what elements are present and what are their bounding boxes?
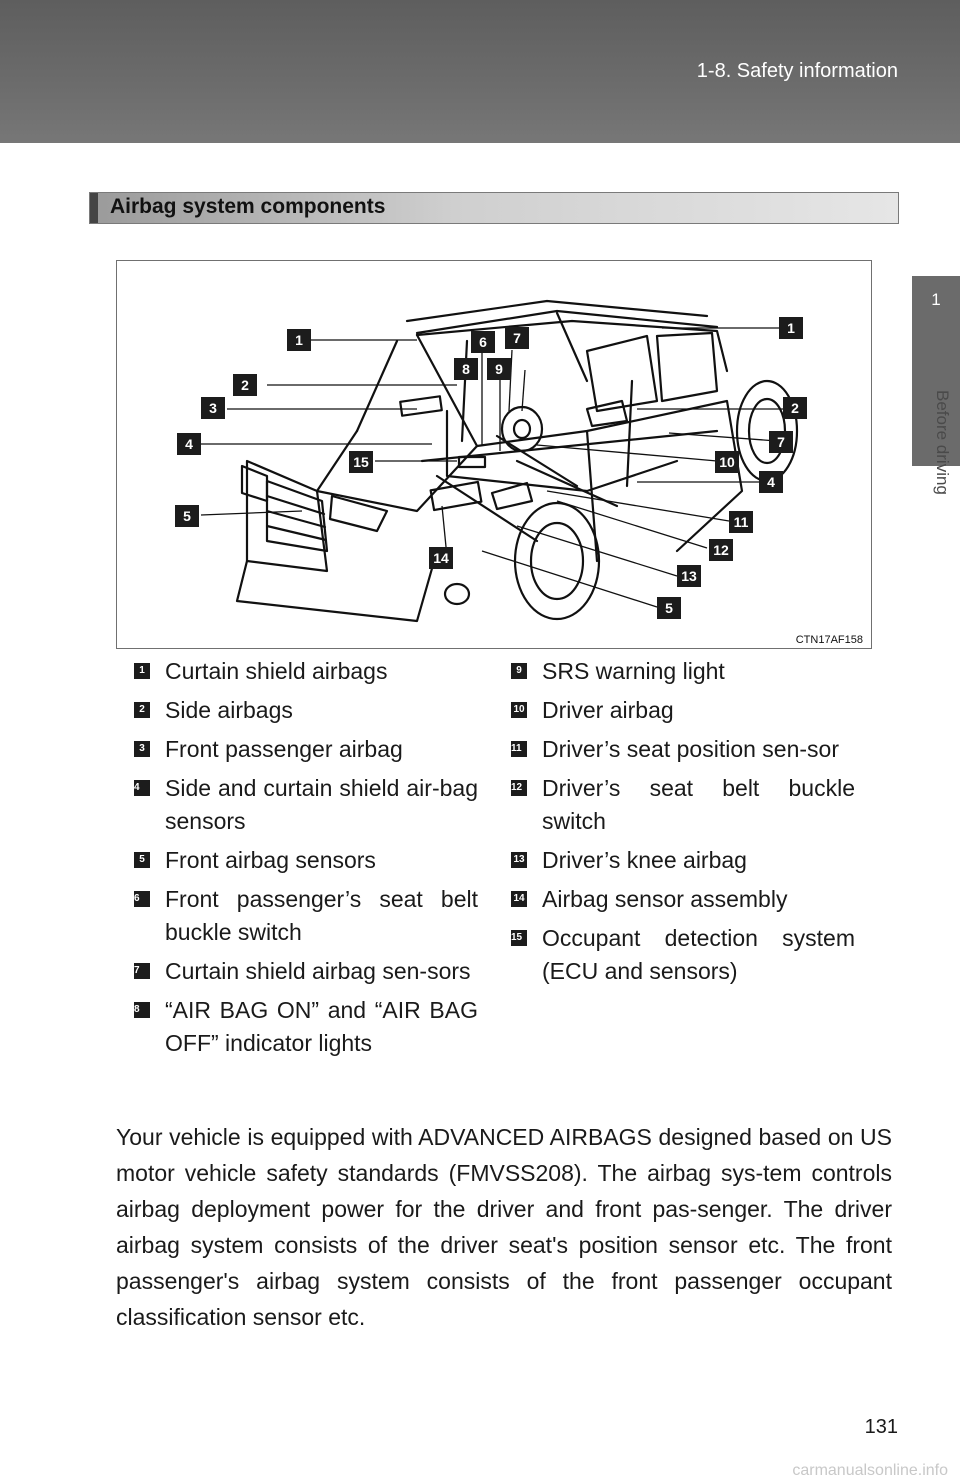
legend-item: 15 Occupant detection system (ECU and sen… — [511, 922, 855, 988]
section-title-bar: Airbag system components — [89, 192, 899, 224]
legend-text: Curtain shield airbag sen-sors — [165, 958, 471, 984]
legend-number: 10 — [511, 702, 527, 718]
callout-2-right: 2 — [783, 397, 807, 419]
legend-text: SRS warning light — [542, 658, 725, 684]
figure-code: CTN17AF158 — [795, 634, 863, 646]
section-title: Airbag system components — [110, 195, 386, 218]
callout-3: 3 — [201, 397, 225, 419]
legend-item: 14 Airbag sensor assembly — [511, 883, 855, 916]
callout-4-left: 4 — [177, 433, 201, 455]
legend-item: 3 Front passenger airbag — [134, 733, 478, 766]
legend-item: 9 SRS warning light — [511, 655, 855, 688]
callout-5-bottom: 5 — [657, 597, 681, 619]
legend-item: 13 Driver’s knee airbag — [511, 844, 855, 877]
callout-10: 10 — [715, 451, 739, 473]
callout-1-right: 1 — [779, 317, 803, 339]
legend-number: 2 — [134, 702, 150, 718]
callout-2-left: 2 — [233, 374, 257, 396]
page-header: 1-8. Safety information — [0, 0, 960, 143]
legend-item: 8 “AIR BAG ON” and “AIR BAG OFF” indicato… — [134, 994, 478, 1060]
legend-text: Driver’s seat position sen-sor — [542, 736, 839, 762]
callout-15: 15 — [349, 451, 373, 473]
legend-text: Driver’s seat belt buckle switch — [542, 775, 855, 834]
legend-text: Driver airbag — [542, 697, 674, 723]
chapter-number: 1 — [931, 290, 941, 309]
legend-item: 4 Side and curtain shield air-bag sensors — [134, 772, 478, 838]
legend-text: “AIR BAG ON” and “AIR BAG OFF” indicator… — [165, 997, 478, 1056]
legend-text: Airbag sensor assembly — [542, 886, 788, 912]
callout-5-left: 5 — [175, 505, 199, 527]
legend-number: 1 — [134, 663, 150, 679]
callout-8: 8 — [454, 358, 478, 380]
legend-number: 3 — [134, 741, 150, 757]
callout-7-top: 7 — [505, 327, 529, 349]
legend-number: 4 — [134, 780, 150, 796]
section-header: 1-8. Safety information — [696, 60, 898, 82]
legend-item: 5 Front airbag sensors — [134, 844, 478, 877]
legend-text: Driver’s knee airbag — [542, 847, 747, 873]
watermark: carmanualsonline.info — [792, 1462, 948, 1479]
title-bar-marker — [90, 193, 98, 223]
legend-number: 13 — [511, 852, 527, 868]
legend-text: Curtain shield airbags — [165, 658, 388, 684]
callout-13: 13 — [677, 565, 701, 587]
legend-text: Front passenger’s seat belt buckle switc… — [165, 886, 478, 945]
callout-7-right: 7 — [769, 431, 793, 453]
legend-number: 14 — [511, 891, 527, 907]
legend-number: 9 — [511, 663, 527, 679]
callout-4-right: 4 — [759, 471, 783, 493]
callout-14: 14 — [429, 547, 453, 569]
callout-12: 12 — [709, 539, 733, 561]
page-number: 131 — [864, 1416, 898, 1438]
legend-text: Front airbag sensors — [165, 847, 376, 873]
callout-6: 6 — [471, 331, 495, 353]
body-paragraph: Your vehicle is equipped with ADVANCED A… — [116, 1124, 892, 1330]
callout-11: 11 — [729, 511, 753, 533]
legend-text: Side airbags — [165, 697, 293, 723]
legend-number: 8 — [134, 1002, 150, 1018]
legend-item: 1 Curtain shield airbags — [134, 655, 478, 688]
airbag-components-figure: 1 1 6 7 8 9 2 3 2 4 7 15 10 4 5 11 14 12… — [116, 260, 872, 649]
legend-text: Front passenger airbag — [165, 736, 403, 762]
legend-number: 6 — [134, 891, 150, 907]
callout-9: 9 — [487, 358, 511, 380]
legend-text: Side and curtain shield air-bag sensors — [165, 775, 478, 834]
legend-number: 7 — [134, 963, 150, 979]
chapter-label: Before driving — [933, 390, 952, 495]
legend-number: 15 — [511, 930, 527, 946]
vehicle-illustration — [200, 299, 799, 623]
legend-item: 12 Driver’s seat belt buckle switch — [511, 772, 855, 838]
legend-item: 10 Driver airbag — [511, 694, 855, 727]
legend-number: 11 — [511, 741, 527, 757]
legend-item: 6 Front passenger’s seat belt buckle swit… — [134, 883, 478, 949]
chapter-tab — [912, 276, 960, 466]
legend-number: 12 — [511, 780, 527, 796]
legend-item: 11 Driver’s seat position sen-sor — [511, 733, 855, 766]
legend-item: 2 Side airbags — [134, 694, 478, 727]
callout-1-left: 1 — [287, 329, 311, 351]
legend-item: 7 Curtain shield airbag sen-sors — [134, 955, 478, 988]
legend-number: 5 — [134, 852, 150, 868]
legend-text: Occupant detection system (ECU and senso… — [542, 925, 855, 984]
